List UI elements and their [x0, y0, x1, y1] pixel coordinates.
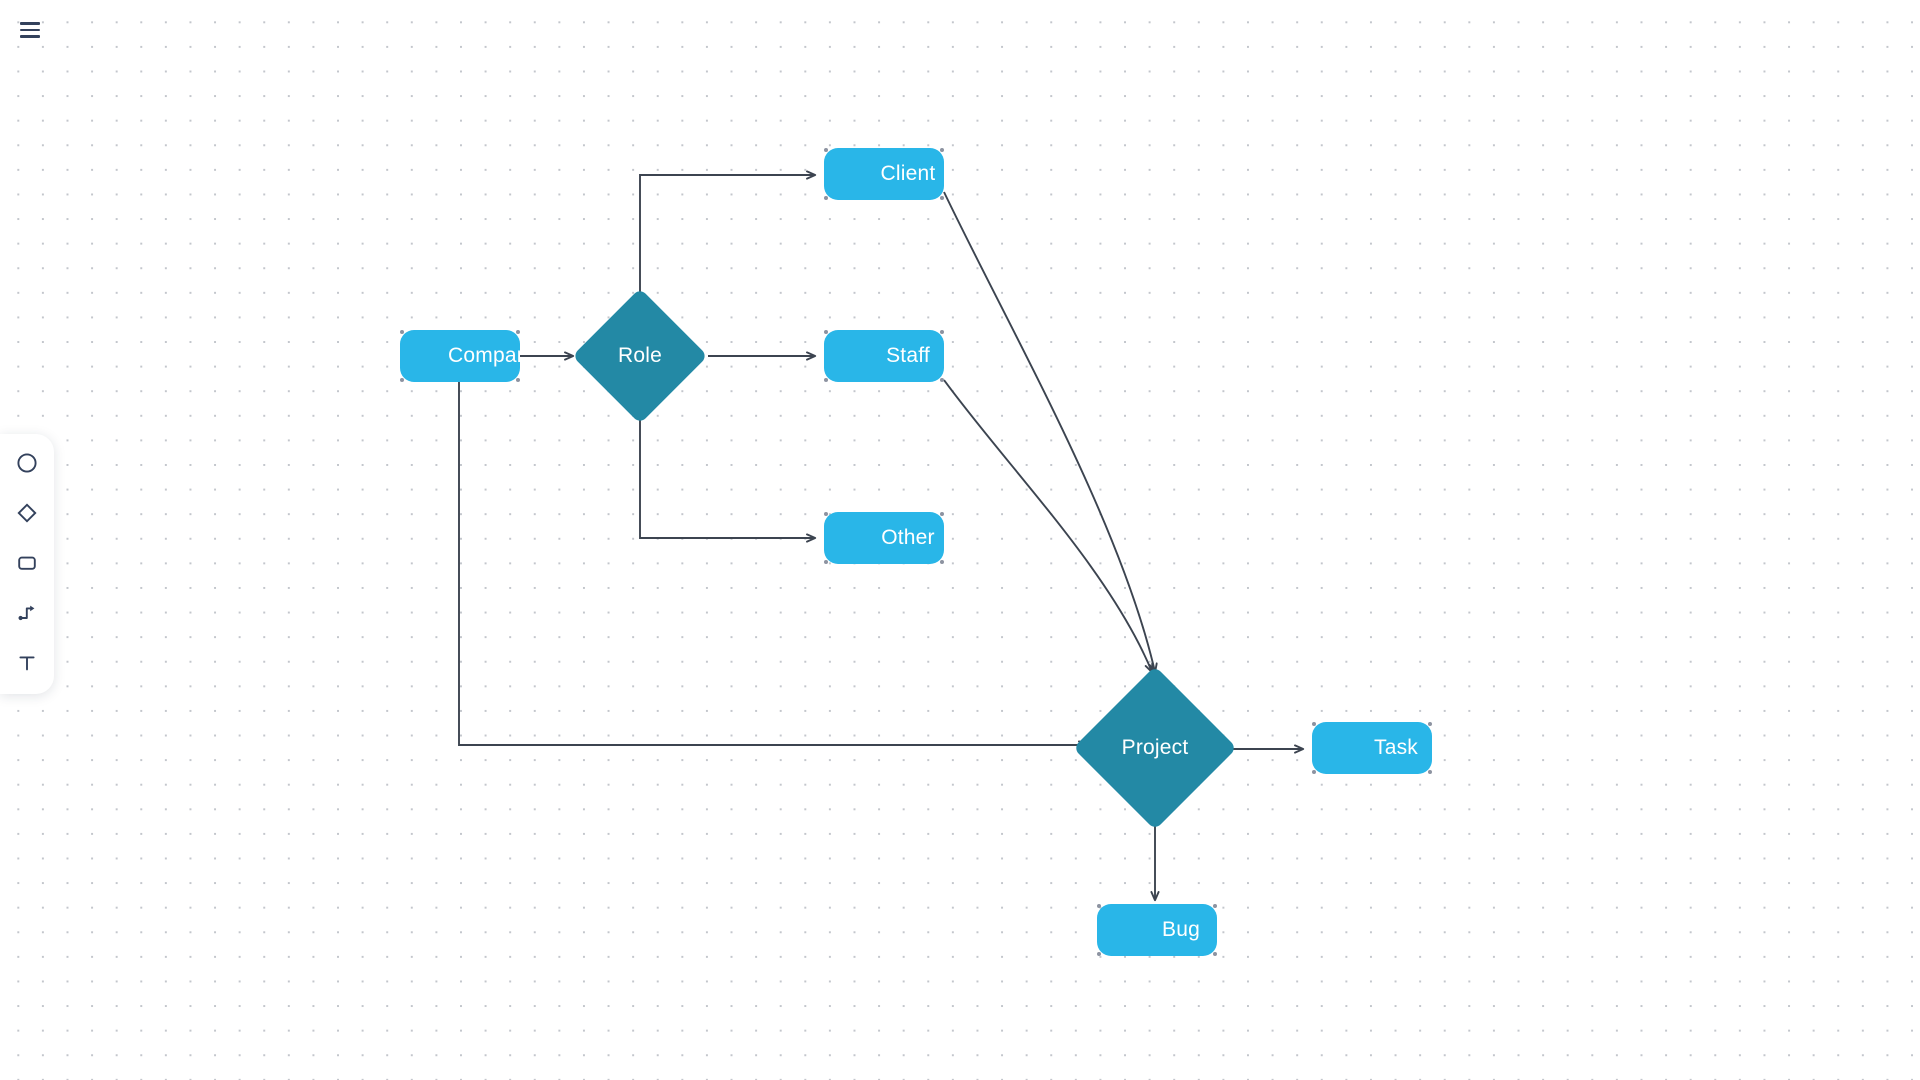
hamburger-bar [20, 22, 40, 25]
hamburger-bar [20, 35, 40, 38]
node-bug[interactable]: Bug [1097, 904, 1217, 956]
node-label: Role [618, 344, 662, 367]
text-tool[interactable] [10, 646, 44, 680]
node-role[interactable]: Role [572, 288, 708, 424]
rectangle-tool[interactable] [10, 546, 44, 580]
hamburger-bar [20, 28, 40, 32]
diamond-icon [16, 502, 38, 524]
hamburger-menu-icon[interactable] [12, 12, 48, 48]
node-staff[interactable]: Staff [824, 330, 944, 382]
node-label: Other [881, 526, 935, 549]
connector-icon [16, 602, 38, 624]
node-label: Client [880, 162, 936, 185]
node-label: Task [1374, 736, 1418, 759]
text-icon [16, 652, 38, 674]
diamond-tool[interactable] [10, 496, 44, 530]
node-client[interactable]: Client [824, 148, 944, 200]
node-project[interactable]: Project [1072, 665, 1238, 831]
node-label: Company [448, 344, 520, 367]
ellipse-tool[interactable] [10, 446, 44, 480]
node-label: Bug [1162, 918, 1200, 941]
node-label: Staff [886, 344, 930, 367]
node-label: Project [1121, 736, 1189, 759]
connector-tool[interactable] [10, 596, 44, 630]
circle-icon [16, 452, 38, 474]
node-task[interactable]: Task [1312, 722, 1432, 774]
node-company[interactable]: Company [400, 330, 520, 382]
rectangle-icon [16, 552, 38, 574]
shape-toolbar[interactable] [0, 434, 54, 694]
node-other[interactable]: Other [824, 512, 944, 564]
